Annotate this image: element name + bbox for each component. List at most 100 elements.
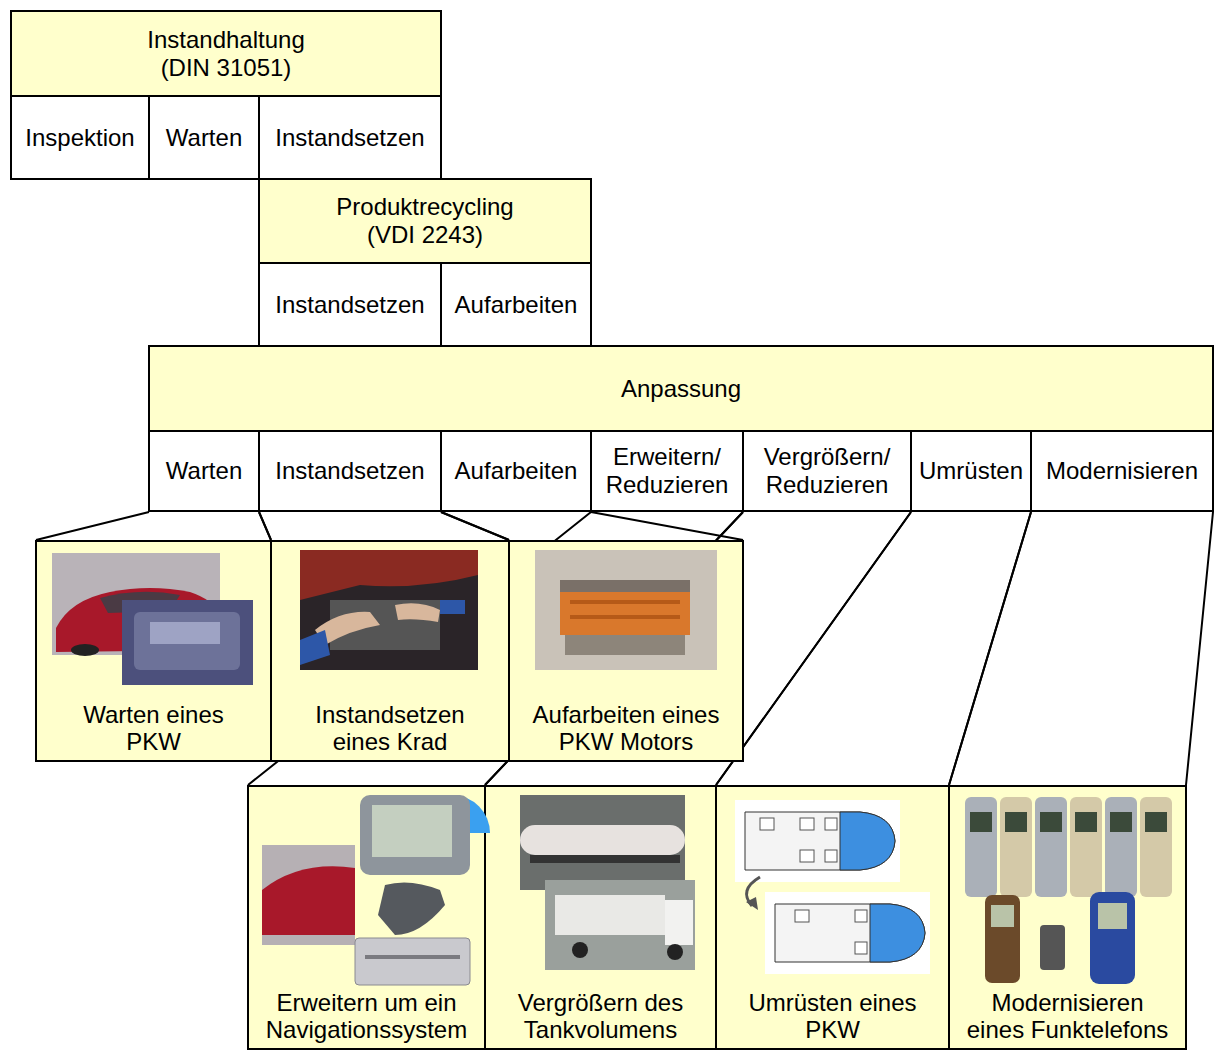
van-floor-plan xyxy=(735,800,900,882)
navigation-device-part xyxy=(372,805,452,857)
cell-label: Warten xyxy=(166,124,242,152)
van-floor-plan-part xyxy=(795,910,809,922)
example-box: Umrüsten eines PKW xyxy=(715,785,950,1050)
example-box: Aufarbeiten eines PKW Motors xyxy=(508,540,744,762)
category-cell: Warten xyxy=(148,95,260,180)
example-box: Erweitern um ein Navigationssystem xyxy=(247,785,486,1050)
header-box: Instandhaltung (DIN 31051) xyxy=(10,10,442,97)
service-device-photo-part xyxy=(122,600,253,685)
cell-label: Vergrößern/ Reduzieren xyxy=(757,443,897,498)
van-floor-plan-part xyxy=(745,812,895,870)
mobile-phones-part xyxy=(965,797,997,897)
van-floor-plan-part xyxy=(800,850,814,862)
example-label: Vergrößern des Tankvolumens xyxy=(501,989,701,1044)
category-cell: Modernisieren xyxy=(1030,430,1214,512)
engine-photo-part xyxy=(565,635,685,655)
motorbike-repair-photo-part xyxy=(330,600,440,650)
tanker-truck-photo-part xyxy=(572,942,588,958)
funnel-line xyxy=(248,512,743,785)
van-floor-plan-part xyxy=(765,892,930,974)
category-cell: Vergrößern/ Reduzieren xyxy=(742,430,912,512)
motorbike-repair-photo-part xyxy=(300,550,478,670)
motorbike-repair-photo-part xyxy=(300,630,330,665)
mobile-phones-part xyxy=(1075,812,1097,832)
car-photo-part xyxy=(100,592,180,613)
cell-label: Aufarbeiten xyxy=(455,291,578,319)
van-floor-plan xyxy=(765,892,930,974)
tanker-truck-photo-part xyxy=(520,795,685,890)
van-floor-plan-part xyxy=(800,818,814,830)
category-cell: Inspektion xyxy=(10,95,150,180)
funnel-line xyxy=(36,512,271,540)
header-text: Produktrecycling (VDI 2243) xyxy=(315,193,535,248)
example-label: Umrüsten eines PKW xyxy=(738,989,928,1044)
engine-photo-part xyxy=(560,592,690,635)
service-device-photo-part xyxy=(134,612,240,670)
motorbike-repair-photo-part xyxy=(300,550,478,600)
tanker-truck-photo-part xyxy=(665,900,693,945)
navigation-device xyxy=(355,795,490,985)
motorbike-repair-photo-part xyxy=(395,603,440,622)
engine-photo xyxy=(535,550,717,670)
tanker-truck-photo-part xyxy=(545,880,695,970)
mobile-phones-part xyxy=(991,905,1014,927)
car-photo-part xyxy=(71,644,99,656)
navigation-device-part xyxy=(378,882,445,935)
tanker-truck-photo-part xyxy=(555,895,665,935)
van-floor-plan-part xyxy=(760,818,774,830)
engine-photo-part xyxy=(570,615,680,619)
van-floor-plan-part xyxy=(825,850,837,862)
mobile-phones-part xyxy=(1145,812,1167,832)
van-floor-plan-part xyxy=(870,904,925,962)
example-box: Vergrößern des Tankvolumens xyxy=(484,785,717,1050)
tanker-truck-photo xyxy=(520,795,695,970)
cell-label: Umrüsten xyxy=(919,457,1023,485)
mobile-phones-part xyxy=(1090,892,1135,984)
navigation-device-part xyxy=(452,795,490,833)
curved-arrow-part xyxy=(746,897,758,910)
mobile-phones-part xyxy=(970,812,992,832)
example-box: Instandsetzen eines Krad xyxy=(270,540,510,762)
van-floor-plan-part xyxy=(855,942,867,954)
mobile-phones-part xyxy=(1098,903,1127,929)
cell-label: Instandsetzen xyxy=(275,291,424,319)
curved-arrow xyxy=(746,877,760,910)
mobile-phones-part xyxy=(1140,797,1172,897)
navigation-device-part xyxy=(360,795,470,875)
service-device-photo xyxy=(122,600,253,685)
category-cell: Umrüsten xyxy=(910,430,1032,512)
engine-photo-part xyxy=(535,550,717,670)
van-floor-plan-part xyxy=(775,904,925,962)
tanker-truck-photo-part xyxy=(530,855,680,863)
mobile-phones-part xyxy=(1040,925,1065,970)
funnel-line xyxy=(259,512,509,540)
engine-photo-part xyxy=(560,580,690,592)
motorbike-repair-photo xyxy=(300,550,478,670)
car-photo-part xyxy=(56,588,220,652)
funnel-line xyxy=(949,512,1213,785)
mobile-phones xyxy=(965,797,1172,984)
cell-label: Instandsetzen xyxy=(275,457,424,485)
category-cell: Aufarbeiten xyxy=(440,430,592,512)
navigation-device-part xyxy=(355,938,470,985)
service-device-photo-part xyxy=(150,622,220,644)
category-cell: Aufarbeiten xyxy=(440,262,592,347)
van-floor-plan-part xyxy=(855,910,867,922)
van-floor-plan-part xyxy=(825,818,837,830)
category-cell: Instandsetzen xyxy=(258,430,442,512)
header-box: Produktrecycling (VDI 2243) xyxy=(258,178,592,264)
navigation-device-part xyxy=(365,955,460,959)
motorbike-repair-photo-part xyxy=(315,612,380,645)
example-label: Warten eines PKW xyxy=(69,701,239,756)
header-box: Anpassung xyxy=(148,345,1214,432)
car-photo-part xyxy=(262,866,355,935)
funnel-line xyxy=(716,512,1031,785)
funnel-line xyxy=(441,512,743,540)
mobile-phones-part xyxy=(1110,812,1132,832)
motorbike-repair-photo-part xyxy=(440,600,465,614)
mobile-phones-part xyxy=(985,895,1020,983)
example-label: Erweitern um ein Navigationssystem xyxy=(254,989,479,1044)
curved-arrow-part xyxy=(747,877,760,906)
header-text: Instandhaltung (DIN 31051) xyxy=(126,26,326,81)
